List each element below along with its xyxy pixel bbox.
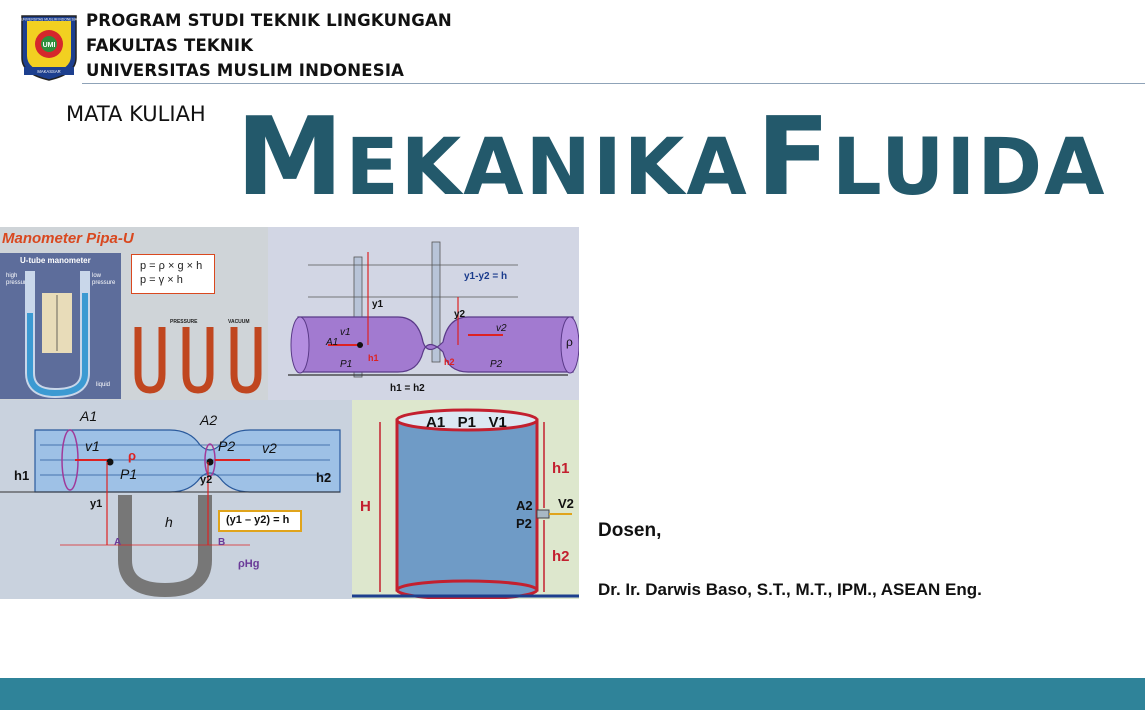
- header-faculty: FAKULTAS TEKNIK: [86, 36, 254, 55]
- svg-text:UNIVERSITAS MUSLIM INDONESIA: UNIVERSITAS MUSLIM INDONESIA: [21, 18, 78, 22]
- university-logo: UNIVERSITAS MUSLIM INDONESIA UMI MAKASSA…: [18, 12, 80, 82]
- lecturer-name: Dr. Ir. Darwis Baso, S.T., M.T., IPM., A…: [598, 580, 982, 599]
- utube-panel: U-tube manometer high pressure low press…: [0, 253, 121, 399]
- pressure-equation-box: p = ρ × g × h p = γ × h: [131, 254, 215, 294]
- course-title: MEKANIKA FLUIDA: [236, 95, 1107, 220]
- header-program: PROGRAM STUDI TEKNIK LINGKUNGAN: [86, 11, 452, 30]
- svg-text:UMI: UMI: [43, 42, 56, 49]
- header-university: UNIVERSITAS MUSLIM INDONESIA: [86, 61, 405, 80]
- header-divider: [82, 83, 1145, 84]
- manometer-tubes: [134, 327, 262, 394]
- course-label: MATA KULIAH: [66, 102, 206, 126]
- manometer-figure: Manometer Pipa-U U-tube manometer high p…: [0, 227, 268, 400]
- venturi-figure-bottom: A1 A2 v1 v2 P1 P2 ρ h1 h2 y1 y2 h (y1 – …: [0, 400, 352, 599]
- footer-bar: [0, 678, 1145, 710]
- tank-figure: A1 P1 V1 H h1 h2 A2 P2 V2: [352, 400, 579, 599]
- manometer-title: Manometer Pipa-U: [2, 230, 134, 247]
- svg-text:MAKASSAR: MAKASSAR: [37, 69, 60, 74]
- lecturer-label: Dosen,: [598, 520, 662, 541]
- head-equation-box: (y1 – y2) = h: [218, 510, 302, 532]
- venturi-figure-top: y1 y2 y1-y2 = h h1 h2 h1 = h2 ρ v1 v2 A1…: [268, 227, 579, 400]
